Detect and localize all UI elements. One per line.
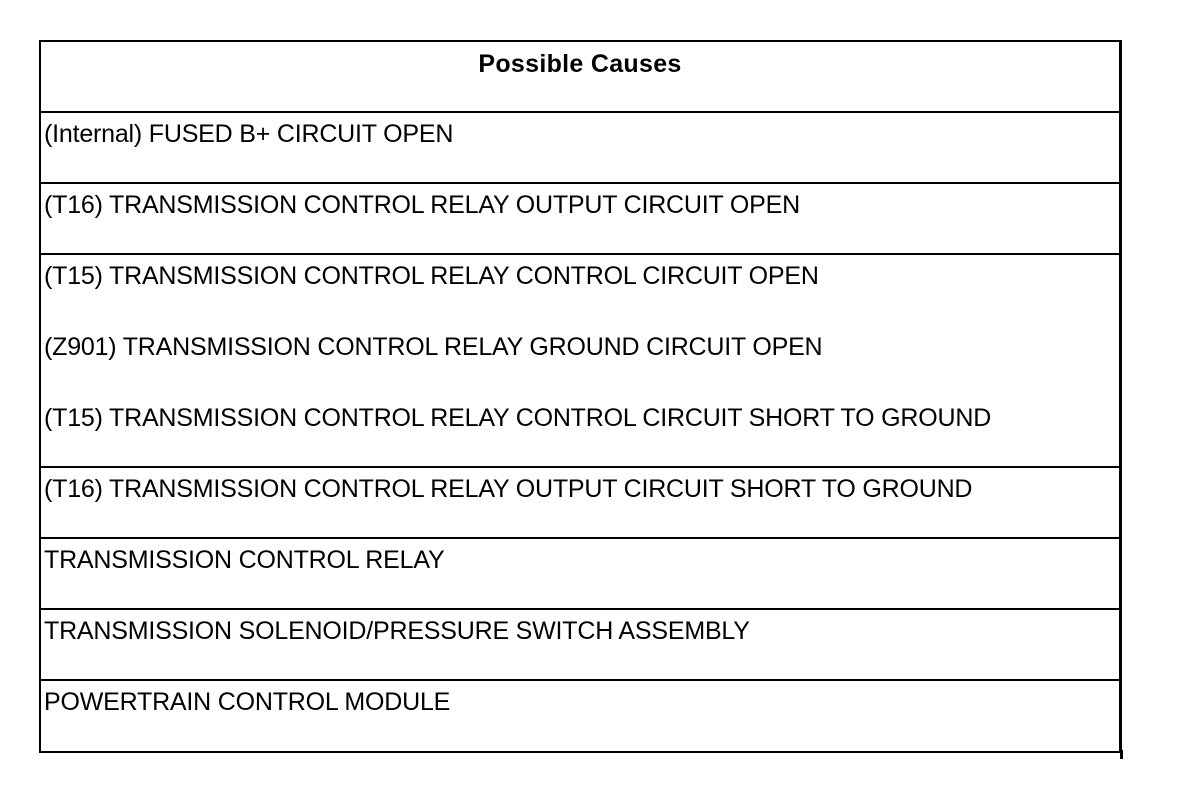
table-row: (T16) TRANSMISSION CONTROL RELAY OUTPUT …: [41, 468, 1119, 539]
cause-item: (T16) TRANSMISSION CONTROL RELAY OUTPUT …: [44, 191, 800, 219]
cause-item: TRANSMISSION SOLENOID/PRESSURE SWITCH AS…: [44, 617, 750, 645]
table-row: (Internal) FUSED B+ CIRCUIT OPEN: [41, 113, 1119, 184]
cause-item: (T16) TRANSMISSION CONTROL RELAY OUTPUT …: [44, 475, 973, 503]
table-row: TRANSMISSION SOLENOID/PRESSURE SWITCH AS…: [41, 610, 1119, 681]
table-row: (T15) TRANSMISSION CONTROL RELAY CONTROL…: [41, 255, 1119, 468]
cause-item: (Z901) TRANSMISSION CONTROL RELAY GROUND…: [44, 333, 823, 361]
cause-item: (T15) TRANSMISSION CONTROL RELAY CONTROL…: [44, 262, 819, 290]
cause-item: POWERTRAIN CONTROL MODULE: [44, 688, 451, 716]
table-row: (T16) TRANSMISSION CONTROL RELAY OUTPUT …: [41, 184, 1119, 255]
cause-item: (Internal) FUSED B+ CIRCUIT OPEN: [44, 120, 454, 148]
table-header: Possible Causes: [41, 42, 1119, 113]
possible-causes-table: Possible Causes (Internal) FUSED B+ CIRC…: [39, 40, 1122, 753]
table-row: TRANSMISSION CONTROL RELAY: [41, 539, 1119, 610]
table-border-tick: [1120, 750, 1123, 759]
cause-item: TRANSMISSION CONTROL RELAY: [44, 546, 445, 574]
cause-item: (T15) TRANSMISSION CONTROL RELAY CONTROL…: [44, 404, 992, 432]
table-row: POWERTRAIN CONTROL MODULE: [41, 681, 1119, 751]
